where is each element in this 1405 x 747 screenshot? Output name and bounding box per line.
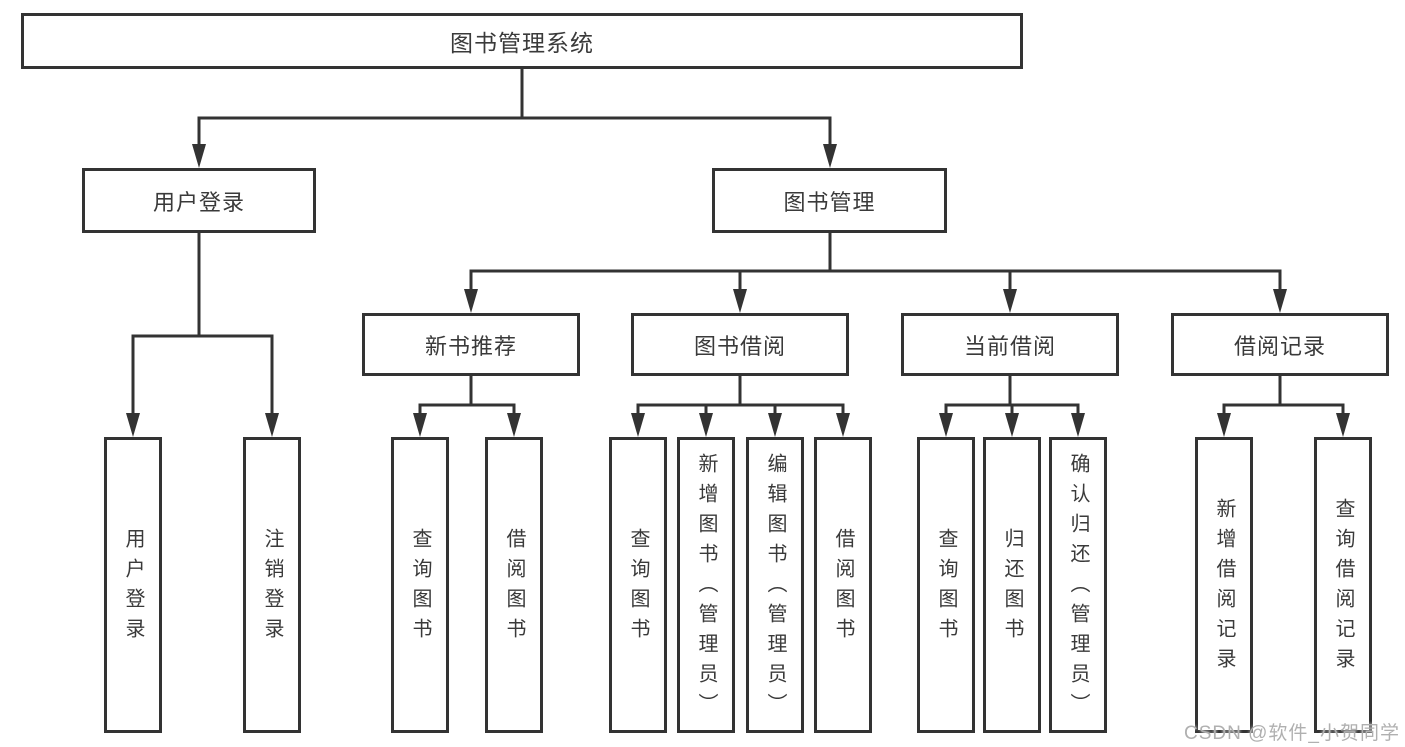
connector-book-borrow-branch xyxy=(631,374,850,437)
node-leaf-logout: 注销登录 xyxy=(243,437,301,733)
node-leaf-borrow-books-1: 借阅图书 xyxy=(485,437,543,733)
node-leaf-query-borrow-record: 查询借阅记录 xyxy=(1314,437,1372,733)
connector-root-to-level2 xyxy=(192,67,837,168)
node-leaf-user-login: 用户登录 xyxy=(104,437,162,733)
connector-borrow-record-branch xyxy=(1217,374,1350,437)
node-library-management-system: 图书管理系统 xyxy=(21,13,1023,69)
node-leaf-add-borrow-record: 新增借阅记录 xyxy=(1195,437,1253,733)
connector-new-book-branch xyxy=(413,374,521,437)
node-current-borrowing: 当前借阅 xyxy=(901,313,1119,376)
node-leaf-add-books-admin: 新增图书（管理员） xyxy=(677,437,735,733)
connector-book-mgmt-branch xyxy=(464,231,1287,313)
node-leaf-query-books-1: 查询图书 xyxy=(391,437,449,733)
node-leaf-query-books-2: 查询图书 xyxy=(609,437,667,733)
node-leaf-edit-books-admin: 编辑图书（管理员） xyxy=(746,437,804,733)
node-leaf-query-books-3: 查询图书 xyxy=(917,437,975,733)
node-new-book-recommend: 新书推荐 xyxy=(362,313,580,376)
node-leaf-confirm-return-admin: 确认归还（管理员） xyxy=(1049,437,1107,733)
connector-current-borrow-branch xyxy=(939,374,1085,437)
node-leaf-borrow-books-2: 借阅图书 xyxy=(814,437,872,733)
connector-user-login-branch xyxy=(126,231,279,437)
node-book-borrowing: 图书借阅 xyxy=(631,313,849,376)
node-borrow-records: 借阅记录 xyxy=(1171,313,1389,376)
node-user-login: 用户登录 xyxy=(82,168,316,233)
node-book-management: 图书管理 xyxy=(712,168,947,233)
node-leaf-return-books: 归还图书 xyxy=(983,437,1041,733)
